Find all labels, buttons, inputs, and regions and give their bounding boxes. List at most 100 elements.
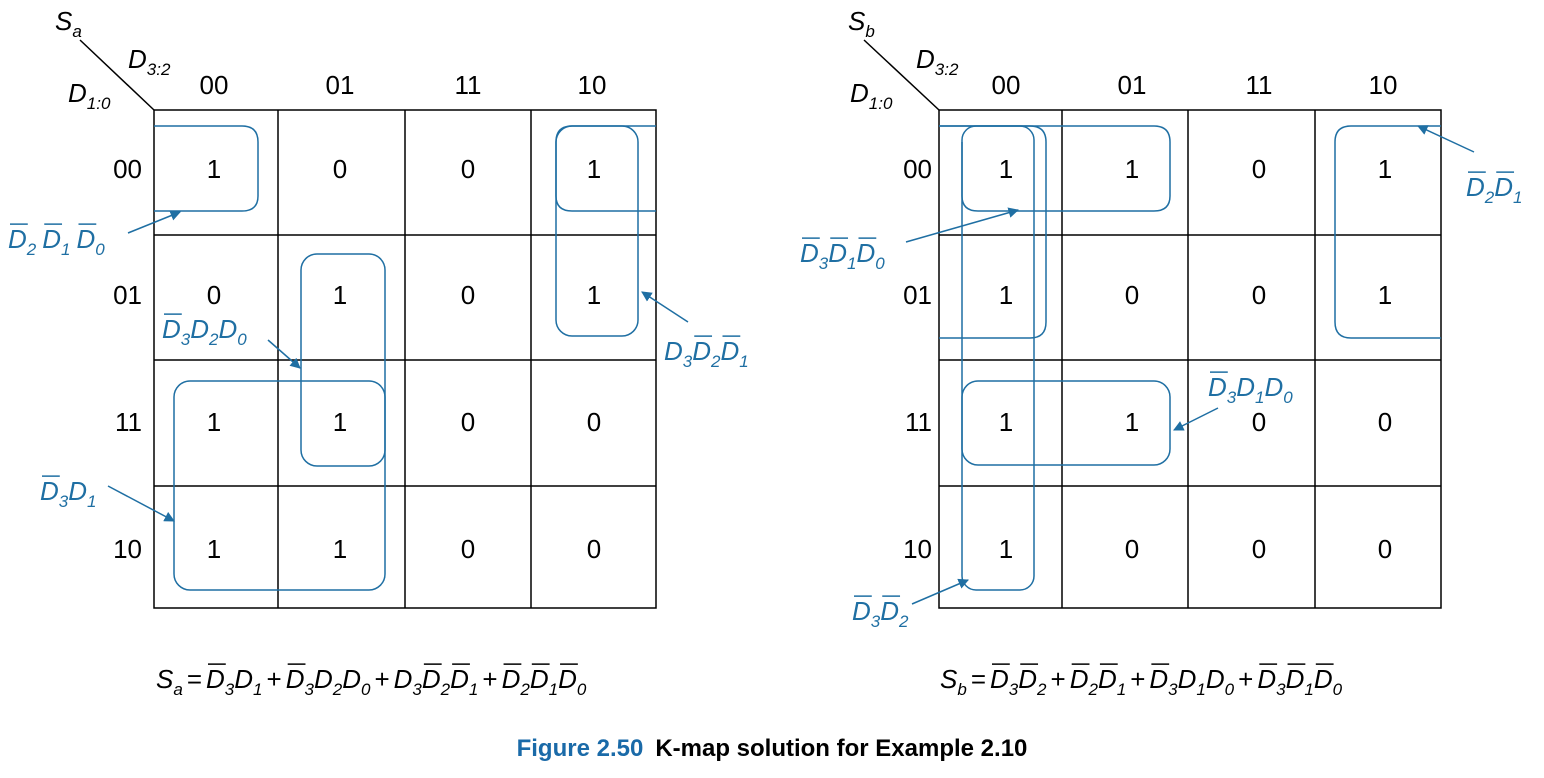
kmap-right-arrows — [905, 125, 1475, 605]
kmap-left-col-header: 11 — [455, 70, 482, 100]
caption-number: Figure 2.50 — [517, 735, 644, 762]
kmap-left-row-header: 01 — [113, 280, 142, 310]
kmap-cell: 1 — [333, 407, 347, 437]
kmap-left-row-var: D1:0 — [68, 78, 111, 113]
group-arrow — [911, 578, 969, 605]
literal: D2 — [1070, 664, 1099, 699]
group-loop — [300, 253, 386, 467]
kmap-cell: 1 — [587, 154, 601, 184]
literal: D1 — [1286, 664, 1314, 699]
group-loop — [939, 125, 1047, 339]
group-loop — [154, 125, 259, 212]
kmap-cell: 0 — [1252, 534, 1266, 564]
literal: D0 — [77, 224, 106, 259]
literal: D3 — [800, 238, 829, 273]
kmap-left-column-headers: 00 01 11 10 — [200, 70, 607, 100]
kmap-cell: 1 — [999, 154, 1013, 184]
literal: Sa — [156, 664, 183, 699]
kmap-right-col-header: 01 — [1118, 70, 1147, 100]
literal: D3 — [162, 314, 191, 349]
literal: D1 — [42, 224, 70, 259]
kmap-cell: 1 — [587, 280, 601, 310]
kmap-left-groups — [154, 125, 656, 591]
kmap-right-row-var: D1:0 — [850, 78, 893, 113]
kmap-right-corner-diagonal — [863, 39, 940, 111]
kmap-cell: 0 — [1252, 154, 1266, 184]
kmap-cell: 0 — [333, 154, 347, 184]
kmap-right: Sb D3:2 D1:0 00 01 11 10 00 01 11 10 1 1… — [800, 6, 1523, 699]
kmap-right-groups — [939, 125, 1441, 591]
literal: D3 — [852, 596, 881, 631]
literal: D2 — [314, 664, 343, 699]
kmap-right-row-header: 00 — [903, 154, 932, 184]
kmap-left-corner-diagonal — [79, 39, 155, 111]
kmap-right-grid-frame — [938, 109, 1442, 609]
literal: D0 — [1314, 664, 1343, 699]
literal: D1 — [1236, 372, 1264, 407]
kmap-left-cells: 1 0 0 1 0 1 0 1 1 1 0 0 1 1 0 0 — [207, 154, 601, 564]
kmap-right-col-header: 11 — [1246, 70, 1273, 100]
kmap-cell: 1 — [207, 534, 221, 564]
group-loop — [939, 125, 1171, 212]
kmap-right-col-header: 10 — [1369, 70, 1398, 100]
group-loop — [961, 125, 1035, 591]
operator: + — [374, 664, 389, 694]
kmap-cell: 0 — [207, 280, 221, 310]
group-loop — [173, 380, 386, 591]
kmap-cell: 0 — [1378, 407, 1392, 437]
kmap-left-row-header: 10 — [113, 534, 142, 564]
literal: D2 — [8, 224, 37, 259]
group-loop — [1334, 125, 1441, 339]
literal: D3 — [286, 664, 315, 699]
literal: D1 — [234, 664, 262, 699]
literal: D2 — [1018, 664, 1047, 699]
literal: D3 — [1208, 372, 1237, 407]
literal: D3 — [1149, 664, 1178, 699]
kmap-cell: 1 — [207, 407, 221, 437]
literal: D2 — [692, 336, 721, 371]
literal: D0 — [1265, 372, 1294, 407]
operator: + — [1238, 664, 1253, 694]
literal: D3 — [40, 476, 69, 511]
group-arrow — [641, 291, 689, 323]
kmap-cell: 0 — [1252, 407, 1266, 437]
kmap-right-row-header: 01 — [903, 280, 932, 310]
operator: = — [971, 664, 986, 694]
kmap-cell: 0 — [461, 154, 475, 184]
literal: D3 — [394, 664, 423, 699]
kmap-cell: 1 — [333, 534, 347, 564]
figure-caption: Figure 2.50 K-map solution for Example 2.… — [517, 735, 1028, 762]
kmap-cell: 0 — [587, 407, 601, 437]
kmap-cell: 1 — [1378, 154, 1392, 184]
operator: + — [482, 664, 497, 694]
group-loop — [555, 125, 656, 212]
kmap-left-col-header: 00 — [200, 70, 229, 100]
literal: D1 — [721, 336, 749, 371]
literal: D2 — [422, 664, 451, 699]
literal: D1 — [450, 664, 478, 699]
kmap-left-arrows — [107, 210, 689, 522]
literal: D1 — [828, 238, 856, 273]
kmap-cell: 0 — [1252, 280, 1266, 310]
kmap-cell: 1 — [1378, 280, 1392, 310]
kmap-cell: 0 — [1125, 280, 1139, 310]
kmap-right-col-var: D3:2 — [916, 44, 959, 79]
group-arrow — [905, 207, 1020, 243]
literal: D1 — [1098, 664, 1126, 699]
operator: + — [1051, 664, 1066, 694]
group-arrow — [1417, 125, 1475, 153]
operator: + — [267, 664, 282, 694]
kmap-right-cells: 1 1 0 1 1 0 0 1 1 1 0 0 1 0 0 0 — [999, 154, 1392, 564]
kmap-cell: 0 — [1378, 534, 1392, 564]
operator: + — [1130, 664, 1145, 694]
caption-text: K-map solution for Example 2.10 — [655, 735, 1027, 762]
group-arrow — [107, 485, 175, 522]
kmap-left: Sa D3:2 D1:0 00 01 11 10 00 01 11 10 1 0… — [8, 6, 749, 699]
group-arrow — [267, 339, 301, 369]
literal: D1 — [68, 476, 96, 511]
